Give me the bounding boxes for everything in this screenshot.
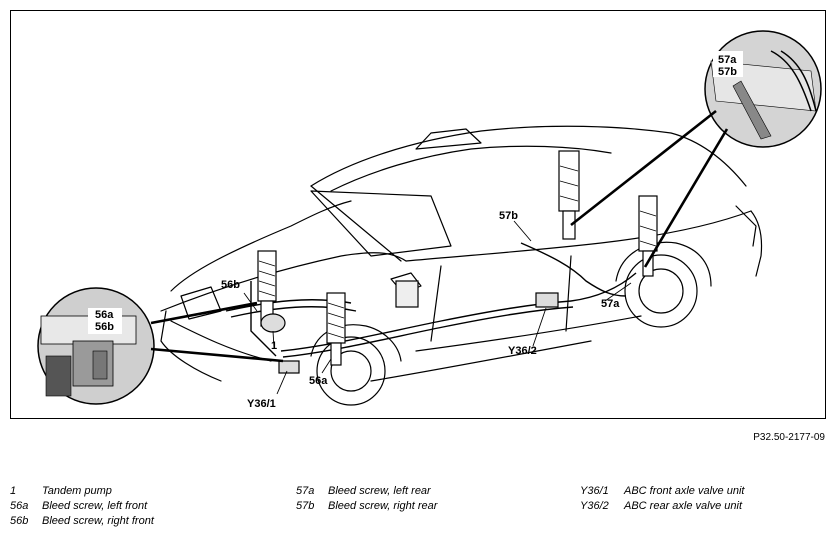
- tandem-pump: [260, 313, 286, 333]
- callout-y36-1: Y36/1: [247, 398, 276, 410]
- rear-axle-valve-unit: [535, 292, 559, 308]
- legend-key: 57a: [296, 485, 315, 497]
- car-suspension-diagram: 56a 56b 56b 1 56a Y36/1 57b Y36/2 57a 57…: [37, 30, 822, 410]
- reference-code: P32.50-2177-09: [753, 432, 825, 443]
- callout-1: 1: [271, 340, 277, 352]
- inset-front-bleed-screws: [37, 287, 155, 405]
- legend-column-2: 57a Bleed screw, left rear 57b Bleed screw…: [296, 484, 437, 514]
- legend-key: 57b: [296, 500, 315, 512]
- legend-item: 57b Bleed screw, right rear: [296, 499, 437, 514]
- legend-key: 56b: [10, 515, 29, 527]
- legend-item: 56a Bleed screw, left front: [10, 499, 154, 514]
- callout-57a-inset: 57a: [718, 54, 737, 66]
- callout-56b-inset: 56b: [95, 321, 114, 333]
- legend-item: 56b Bleed screw, right front: [10, 514, 154, 529]
- inset-leader-lines: [150, 109, 729, 363]
- legend-text: ABC rear axle valve unit: [624, 500, 742, 512]
- components: [260, 280, 559, 374]
- legend-item: Y36/2 ABC rear axle valve unit: [580, 499, 744, 514]
- callout-leaders: [243, 220, 632, 395]
- legend-text: ABC front axle valve unit: [624, 485, 745, 497]
- legend-key: Y36/1: [580, 485, 609, 497]
- callout-56a: 56a: [309, 375, 328, 387]
- callout-y36-2: Y36/2: [508, 345, 537, 357]
- legend-item: Y36/1 ABC front axle valve unit: [580, 484, 744, 499]
- legend-text: Bleed screw, left rear: [328, 485, 431, 497]
- inset-rear-bleed-screws: [704, 30, 822, 148]
- diagram-frame: 56a 56b 56b 1 56a Y36/1 57b Y36/2 57a 57…: [10, 10, 826, 419]
- suspension-struts: [257, 150, 658, 366]
- legend-text: Bleed screw, right rear: [328, 500, 438, 512]
- strut-springs: [258, 165, 657, 339]
- callout-56b: 56b: [221, 279, 240, 291]
- front-axle-valve-unit: [278, 360, 300, 374]
- callout-57b-inset: 57b: [718, 66, 737, 78]
- callout-57a: 57a: [601, 298, 620, 310]
- callout-56a-inset: 56a: [95, 309, 114, 321]
- legend-column-3: Y36/1 ABC front axle valve unit Y36/2 ABC …: [580, 484, 744, 514]
- legend-key: Y36/2: [580, 500, 609, 512]
- legend-key: 56a: [10, 500, 29, 512]
- car-body-outline: [160, 125, 763, 406]
- callout-57b: 57b: [499, 210, 518, 222]
- legend-text: Tandem pump: [42, 485, 112, 497]
- legend-text: Bleed screw, left front: [42, 500, 148, 512]
- legend-item: 1 Tandem pump: [10, 484, 154, 499]
- legend-key: 1: [10, 485, 17, 497]
- legend-item: 57a Bleed screw, left rear: [296, 484, 437, 499]
- legend-text: Bleed screw, right front: [42, 515, 154, 527]
